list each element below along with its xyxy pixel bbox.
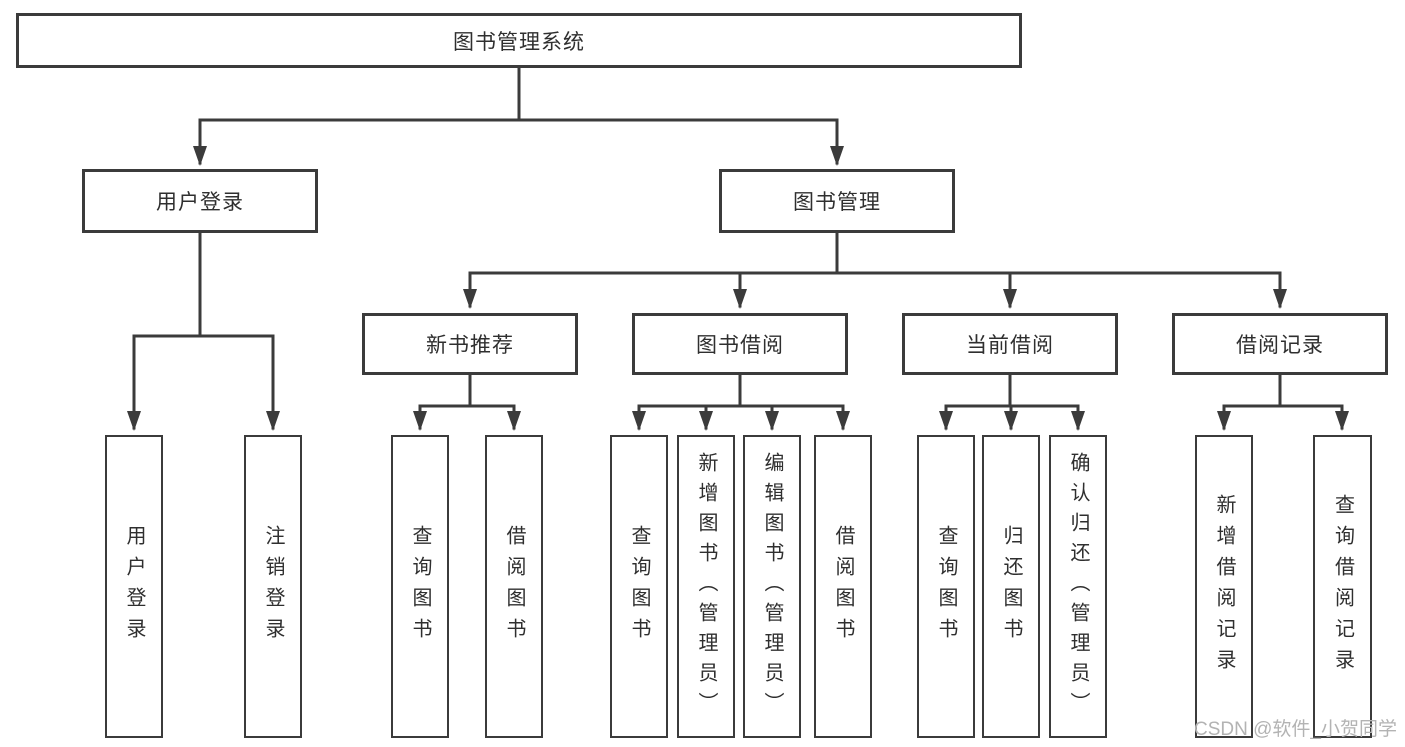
leaf-add-book-admin-label: 新增图书（管理员） [695, 451, 717, 722]
node-user-login: 用户登录 [82, 169, 318, 233]
leaf-borrow-books-2: 借阅图书 [814, 435, 872, 738]
leaf-user-login: 用户登录 [105, 435, 163, 738]
node-borrow-records-label: 借阅记录 [1236, 334, 1324, 357]
node-user-login-label: 用户登录 [156, 191, 244, 214]
leaf-edit-book-admin: 编辑图书（管理员） [743, 435, 801, 738]
node-root: 图书管理系统 [16, 13, 1022, 68]
leaf-return-book-label: 归还图书 [1000, 524, 1022, 649]
node-new-book-recommend-label: 新书推荐 [426, 334, 514, 357]
leaf-user-login-label: 用户登录 [123, 524, 145, 649]
leaf-query-books-1: 查询图书 [391, 435, 449, 738]
leaf-add-borrow-record: 新增借阅记录 [1195, 435, 1253, 738]
leaf-query-borrow-record-label: 查询借阅记录 [1331, 493, 1354, 680]
leaf-return-book: 归还图书 [982, 435, 1040, 738]
node-current-borrow-label: 当前借阅 [966, 334, 1054, 357]
leaf-query-books-2-label: 查询图书 [628, 524, 650, 649]
leaf-confirm-return-admin: 确认归还（管理员） [1049, 435, 1107, 738]
node-borrow-records: 借阅记录 [1172, 313, 1388, 375]
leaf-add-borrow-record-label: 新增借阅记录 [1213, 493, 1235, 680]
leaf-borrow-books-1: 借阅图书 [485, 435, 543, 738]
node-book-borrow-label: 图书借阅 [696, 334, 784, 357]
leaf-confirm-return-admin-label: 确认归还（管理员） [1067, 451, 1089, 722]
node-new-book-recommend: 新书推荐 [362, 313, 578, 375]
leaf-query-borrow-record: 查询借阅记录 [1313, 435, 1372, 738]
node-book-borrow: 图书借阅 [632, 313, 848, 375]
leaf-borrow-books-2-label: 借阅图书 [832, 524, 854, 649]
leaf-add-book-admin: 新增图书（管理员） [677, 435, 735, 738]
node-current-borrow: 当前借阅 [902, 313, 1118, 375]
leaf-query-books-1-label: 查询图书 [409, 524, 431, 649]
leaf-logout: 注销登录 [244, 435, 302, 738]
node-book-management: 图书管理 [719, 169, 955, 233]
leaf-query-books-3: 查询图书 [917, 435, 975, 738]
node-book-management-label: 图书管理 [793, 191, 881, 214]
node-root-label: 图书管理系统 [453, 30, 585, 54]
leaf-logout-label: 注销登录 [262, 524, 284, 649]
leaf-borrow-books-1-label: 借阅图书 [503, 524, 525, 649]
leaf-query-books-3-label: 查询图书 [935, 524, 957, 649]
leaf-edit-book-admin-label: 编辑图书（管理员） [761, 451, 783, 722]
leaf-query-books-2: 查询图书 [610, 435, 668, 738]
